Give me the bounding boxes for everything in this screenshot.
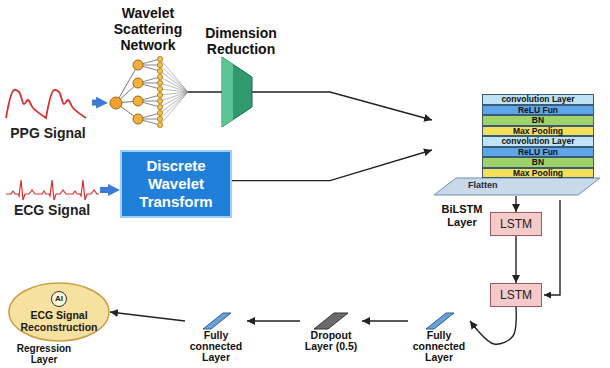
cnn-layer: ReLU Fun bbox=[482, 105, 594, 116]
tree-node bbox=[157, 98, 162, 103]
cnn-layer: ReLU Fun bbox=[482, 147, 594, 158]
tree-node bbox=[157, 56, 162, 61]
connector bbox=[92, 100, 101, 106]
connector bbox=[188, 91, 222, 92]
connector bbox=[110, 312, 185, 321]
tree-node bbox=[157, 68, 162, 73]
node-label: Discrete Wavelet Transform bbox=[126, 157, 226, 211]
node-label: LSTM bbox=[500, 288, 532, 302]
ai-badge: AI bbox=[51, 291, 67, 307]
lstm-cell: LSTM bbox=[490, 283, 542, 307]
process-box: Discrete Wavelet Transform bbox=[120, 150, 232, 218]
scattering-network: Wavelet Scattering Network bbox=[108, 5, 188, 128]
cnn-layer: BN bbox=[482, 115, 594, 126]
node-label: Wavelet Scattering Network bbox=[108, 5, 188, 53]
connector bbox=[515, 196, 516, 212]
tree-node bbox=[133, 60, 143, 70]
node-label: Max Pooling bbox=[513, 126, 563, 137]
waveform bbox=[6, 180, 99, 200]
node-label: ECG Signal Reconstruction bbox=[16, 309, 102, 333]
node-label: PPG Signal bbox=[4, 125, 92, 141]
node-label: ECG Signal bbox=[4, 202, 100, 218]
connector bbox=[100, 187, 113, 193]
connector bbox=[232, 150, 432, 181]
tree-node bbox=[110, 97, 122, 109]
tree-branch bbox=[160, 92, 188, 107]
layer-caption: Regression Layer bbox=[12, 343, 76, 365]
ellipse bbox=[9, 283, 109, 341]
dense-layer: Fully connected Layer bbox=[408, 312, 470, 363]
dense-layer: Fully connected Layer bbox=[185, 312, 247, 363]
tree-branch bbox=[160, 89, 188, 92]
cnn-layer: convolution Layer bbox=[482, 94, 594, 105]
node-label: LSTM bbox=[500, 217, 532, 231]
tree-node bbox=[157, 116, 162, 121]
trapezoid bbox=[222, 57, 252, 127]
tree-branch bbox=[160, 59, 188, 92]
tree-node bbox=[157, 92, 162, 97]
tree-node bbox=[133, 96, 143, 106]
output-circle: AI ECG Signal Reconstruction bbox=[8, 282, 110, 342]
ecg-wave bbox=[4, 178, 100, 202]
node-label: ReLU Fun bbox=[518, 147, 558, 158]
lstm-cell: LSTM bbox=[490, 212, 542, 236]
tree-node bbox=[157, 80, 162, 85]
tree-branch bbox=[160, 71, 188, 92]
dropout-bar bbox=[300, 312, 362, 330]
tree-node bbox=[157, 104, 162, 109]
tree-node bbox=[157, 122, 162, 127]
dense-bar bbox=[185, 312, 247, 330]
node-label: Max Pooling bbox=[513, 168, 563, 179]
tree-branch bbox=[160, 92, 188, 113]
connector bbox=[470, 307, 516, 344]
connector bbox=[515, 236, 516, 283]
tree-node bbox=[133, 78, 143, 88]
tree-node bbox=[157, 74, 162, 79]
ppg-signal: PPG Signal bbox=[4, 80, 92, 141]
bar bbox=[314, 313, 348, 329]
tree-branch bbox=[160, 83, 188, 92]
tree-branch bbox=[160, 77, 188, 92]
waveform bbox=[6, 90, 86, 118]
scattering-tree bbox=[108, 53, 188, 128]
cnn-stack: convolution LayerReLU FunBNMax Poolingco… bbox=[432, 92, 602, 196]
node-label: Dimension Reduction bbox=[200, 25, 282, 57]
reduction-shape bbox=[200, 57, 282, 127]
ppg-wave bbox=[4, 80, 88, 125]
node-label: Fully connected Layer bbox=[185, 330, 247, 363]
node-label: Dropout Layer (0.5) bbox=[300, 330, 362, 352]
cnn-layer: Max Pooling bbox=[482, 126, 594, 137]
node-label: Flatten bbox=[468, 92, 602, 191]
node-label: Fully connected Layer bbox=[408, 330, 470, 363]
dense-bar bbox=[408, 312, 470, 330]
bar bbox=[426, 313, 454, 329]
tree-branch bbox=[160, 92, 188, 119]
tree-node bbox=[157, 86, 162, 91]
connector bbox=[252, 92, 432, 120]
bar bbox=[203, 313, 231, 329]
cnn-layer: Max Pooling bbox=[482, 168, 594, 179]
feedback-line bbox=[544, 200, 560, 295]
node-label: BN bbox=[532, 157, 544, 168]
dimension-reduction: Dimension Reduction bbox=[200, 25, 282, 127]
ecg-signal: ECG Signal bbox=[4, 178, 100, 218]
tree-node bbox=[157, 62, 162, 67]
tree-branch bbox=[160, 92, 188, 125]
tree-branch bbox=[160, 65, 188, 92]
dropout-layer: Dropout Layer (0.5) bbox=[300, 312, 362, 352]
layer-caption: BiLSTM Layer bbox=[436, 203, 488, 229]
connector bbox=[247, 320, 300, 321]
tree-node bbox=[157, 110, 162, 115]
node-label: convolution Layer bbox=[501, 94, 574, 105]
node-label: ReLU Fun bbox=[518, 105, 558, 116]
trapezoid-face bbox=[222, 57, 233, 127]
cnn-layer: BN bbox=[482, 157, 594, 168]
cnn-layer: convolution Layer bbox=[482, 136, 594, 147]
tree-node bbox=[133, 114, 143, 124]
node-label: BN bbox=[532, 115, 544, 126]
node-label: convolution Layer bbox=[501, 136, 574, 147]
platform bbox=[434, 178, 600, 195]
connector bbox=[362, 320, 408, 321]
